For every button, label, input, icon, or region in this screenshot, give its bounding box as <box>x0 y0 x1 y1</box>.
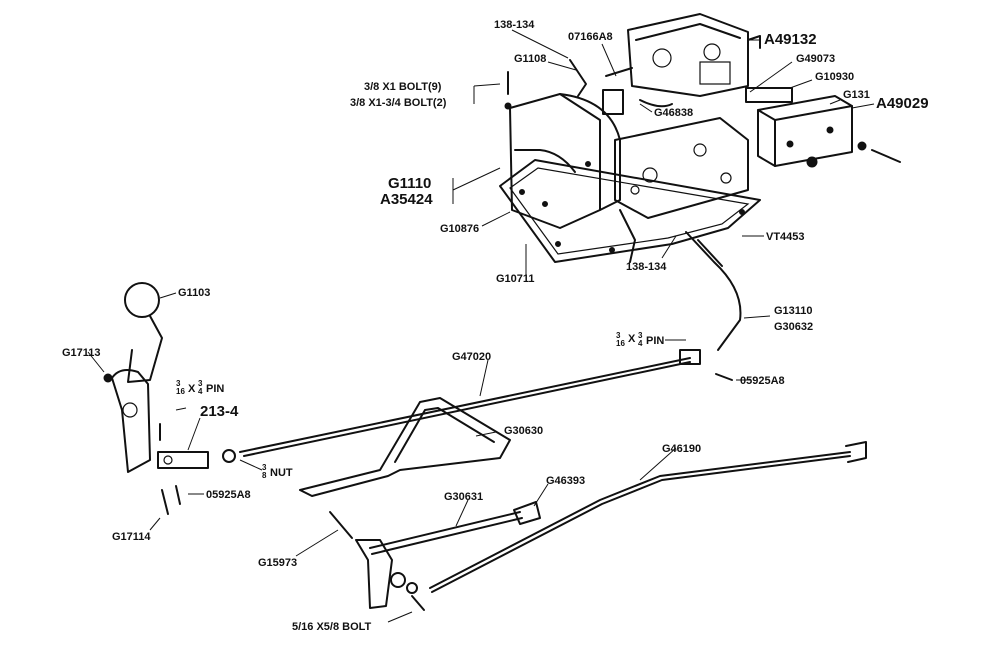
label-g46393: G46393 <box>546 475 585 487</box>
transmission-housing <box>499 93 761 263</box>
rod-g47020 <box>239 349 701 457</box>
label-g49073: G49073 <box>796 53 835 65</box>
label-a49029: A49029 <box>876 95 929 112</box>
label-138-134-bottom: 138-134 <box>626 261 667 273</box>
label-07166a8: 07166A8 <box>568 31 613 43</box>
label-g10930: G10930 <box>815 71 854 83</box>
svg-text:4: 4 <box>198 387 203 396</box>
label-bolt-3-8x1-3-4: 3/8 X1-3/4 BOLT(2) <box>350 97 447 109</box>
valve-block-a49029 <box>745 87 901 168</box>
label-213-4: 213-4 <box>200 403 239 420</box>
small-top-parts <box>504 59 673 115</box>
label-vt4453: VT4453 <box>766 231 805 243</box>
svg-text:4: 4 <box>638 339 643 348</box>
lever-g30631 <box>329 501 541 611</box>
label-a35424: A35424 <box>380 191 433 208</box>
svg-text:X: X <box>188 383 196 395</box>
label-g30631: G30631 <box>444 491 483 503</box>
label-g131: G131 <box>843 89 870 101</box>
label-nut: NUT <box>270 467 293 479</box>
label-g17113: G17113 <box>62 347 101 359</box>
label-bolt-3-8x1: 3/8 X1 BOLT(9) <box>364 81 442 93</box>
valve-block-a49132 <box>627 13 761 97</box>
svg-text:3: 3 <box>198 379 203 388</box>
label-g1110: G1110 <box>388 175 431 192</box>
clevis-213-4 <box>157 449 236 469</box>
part-labels: 138-134 07166A8 A49132 G1108 G49073 G109… <box>62 19 929 633</box>
svg-text:3: 3 <box>638 331 643 340</box>
label-bolt-5-16x5-8: 5/16 X5/8 BOLT <box>292 621 372 633</box>
svg-text:3: 3 <box>262 463 267 472</box>
label-pin-right-group: 3 16 X 3 4 PIN <box>616 331 664 348</box>
label-g1103: G1103 <box>178 287 210 299</box>
label-05925a8-right: 05925A8 <box>740 375 785 387</box>
label-g30632: G30632 <box>774 321 813 333</box>
svg-text:16: 16 <box>616 339 625 348</box>
label-g30630: G30630 <box>504 425 543 437</box>
label-pin-left-group: 3 16 X 3 4 PIN <box>176 379 224 396</box>
label-g13110: G13110 <box>774 305 813 317</box>
label-pin-right: PIN <box>646 335 664 347</box>
label-138-134-top: 138-134 <box>494 19 535 31</box>
small-bolts <box>159 373 733 515</box>
svg-text:16: 16 <box>176 387 185 396</box>
leader-lines <box>87 29 875 623</box>
cable-g13110 <box>685 231 742 351</box>
label-g47020: G47020 <box>452 351 491 363</box>
label-g17114: G17114 <box>112 531 151 543</box>
label-a49132: A49132 <box>764 31 817 48</box>
svg-text:X: X <box>628 333 636 345</box>
rod-g46190 <box>429 441 867 593</box>
label-g1108: G1108 <box>514 53 546 65</box>
svg-text:3: 3 <box>616 331 621 340</box>
label-g15973: G15973 <box>258 557 297 569</box>
svg-text:8: 8 <box>262 471 267 480</box>
label-g46190: G46190 <box>662 443 701 455</box>
svg-text:3: 3 <box>176 379 181 388</box>
label-g10711: G10711 <box>496 273 535 285</box>
pedal-g30630 <box>299 397 511 497</box>
label-g46838: G46838 <box>654 107 693 119</box>
label-g10876: G10876 <box>440 223 479 235</box>
label-nut-group: 3 8 NUT <box>262 463 293 480</box>
label-pin-left: PIN <box>206 383 224 395</box>
label-05925a8-left: 05925A8 <box>206 489 251 501</box>
gear-lever-g1103 <box>103 282 163 473</box>
